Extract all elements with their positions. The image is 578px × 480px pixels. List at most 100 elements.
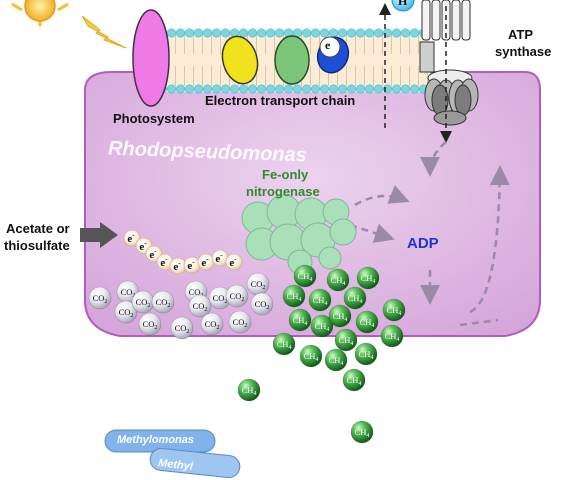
ch4-molecule: CH4 — [293, 264, 317, 288]
svg-text:CO2: CO2 — [136, 297, 151, 309]
svg-text:e-: e- — [215, 251, 223, 265]
electron: e- — [225, 253, 243, 271]
electron-transport-chain — [221, 35, 350, 85]
ch4-molecule: CH4 — [310, 314, 334, 338]
svg-text:CH4: CH4 — [385, 331, 400, 343]
svg-text:CO2: CO2 — [143, 319, 158, 331]
svg-text:e-: e- — [160, 255, 168, 269]
adp-label: ADP — [407, 235, 439, 252]
nitrogenase-label-2: nitrogenase — [246, 184, 320, 199]
ch4-molecule: CH4 — [356, 266, 380, 290]
co2-molecule: CO2 — [131, 290, 155, 314]
svg-text:e-: e- — [187, 258, 195, 272]
atp-synthase-label-2: synthase — [495, 44, 552, 59]
co2-molecule: CO2 — [246, 272, 270, 296]
fe-only-nitrogenase — [241, 194, 357, 275]
ch4-molecule: CH4 — [326, 268, 350, 292]
svg-text:CH4: CH4 — [287, 291, 302, 303]
svg-text:CH4: CH4 — [360, 317, 375, 329]
svg-text:e-: e- — [229, 255, 237, 269]
svg-text:CH4: CH4 — [347, 375, 362, 387]
svg-text:e-: e- — [201, 255, 209, 269]
svg-text:CH4: CH4 — [339, 335, 354, 347]
svg-text:CO2: CO2 — [205, 319, 220, 331]
ch4-molecule: CH4 — [288, 308, 312, 332]
atp-synthase-label-1: ATP — [508, 27, 534, 42]
svg-text:CO2: CO2 — [255, 299, 270, 311]
svg-text:CO2: CO2 — [193, 301, 208, 313]
svg-text:CH4: CH4 — [242, 385, 257, 397]
ch4-molecule: CH4 — [382, 298, 406, 322]
ch4-molecule: CH4 — [342, 368, 366, 392]
svg-text:CH4: CH4 — [293, 315, 308, 327]
arrow-icon — [80, 222, 118, 248]
ch4-molecule: CH4 — [328, 304, 352, 328]
svg-text:CO2: CO2 — [119, 307, 134, 319]
svg-text:CO2: CO2 — [233, 317, 248, 329]
etc-electron-label: e — [325, 38, 331, 52]
svg-text:CO2: CO2 — [213, 293, 228, 305]
photosystem — [132, 9, 170, 107]
proton-icon — [391, 0, 415, 12]
svg-text:CO2: CO2 — [175, 323, 190, 335]
ch4-molecule: CH4 — [380, 324, 404, 348]
lightning-icon — [81, 15, 127, 49]
electron-transport-chain-label: Electron transport chain — [205, 93, 356, 108]
co2-molecule: CO2 — [138, 312, 162, 336]
svg-text:CH4: CH4 — [348, 293, 363, 305]
svg-text:e-: e- — [127, 231, 135, 245]
svg-text:e-: e- — [173, 259, 181, 273]
ch4-molecule: CH4 — [334, 328, 358, 352]
svg-text:CH4: CH4 — [355, 427, 370, 439]
svg-text:CH4: CH4 — [359, 349, 374, 361]
sun-icon — [11, 0, 69, 26]
ch4-molecule: CH4 — [343, 286, 367, 310]
methylomonas-label-1: Methylomonas — [117, 434, 195, 446]
co2-molecule: CO2 — [170, 316, 194, 340]
svg-text:CH4: CH4 — [277, 339, 292, 351]
svg-text:CO2: CO2 — [230, 291, 245, 303]
svg-text:CH4: CH4 — [329, 355, 344, 367]
svg-text:e-: e- — [139, 239, 147, 253]
co2-molecule: CO2 — [208, 286, 232, 310]
ch4-molecule: CH4 — [299, 344, 323, 368]
co2-molecule: CO2 — [200, 312, 224, 336]
svg-text:CO2: CO2 — [93, 293, 108, 305]
co2-molecule: CO2 — [188, 294, 212, 318]
ch4-molecule: CH4 — [282, 284, 306, 308]
co2-molecule: CO2 — [228, 310, 252, 334]
svg-text:e-: e- — [149, 247, 157, 261]
svg-text:CH4: CH4 — [331, 275, 346, 287]
co2-molecule: CO2 — [88, 286, 112, 310]
co2-molecule: CO2 — [250, 292, 274, 316]
svg-text:CO2: CO2 — [251, 279, 266, 291]
ch4-molecule: CH4 — [308, 288, 332, 312]
electron: e- — [169, 257, 187, 275]
ch4-molecule: CH4 — [272, 332, 296, 356]
svg-text:CH4: CH4 — [298, 271, 313, 283]
substrate-label-2: thiosulfate — [4, 238, 70, 253]
electron: e- — [183, 256, 201, 274]
methylomonas-cells — [104, 429, 241, 479]
ch4-molecule: CH4 — [350, 420, 374, 444]
svg-text:CH4: CH4 — [333, 311, 348, 323]
co2-molecule: CO2 — [151, 290, 175, 314]
electron: e- — [123, 229, 141, 247]
svg-text:CH4: CH4 — [387, 305, 402, 317]
svg-text:CH4: CH4 — [313, 295, 328, 307]
electron: e- — [211, 249, 229, 267]
svg-text:CH4: CH4 — [361, 273, 376, 285]
atp-synthase-icon — [419, 0, 479, 126]
ch4-molecule: CH4 — [324, 348, 348, 372]
svg-text:CH4: CH4 — [304, 351, 319, 363]
ch4-molecule: CH4 — [355, 310, 379, 334]
ch4-molecule: CH4 — [354, 342, 378, 366]
substrate-label-1: Acetate or — [6, 221, 70, 236]
ch4-molecule: CH4 — [237, 378, 261, 402]
svg-text:CO2: CO2 — [156, 297, 171, 309]
svg-text:CH4: CH4 — [315, 321, 330, 333]
co2-molecule: CO2 — [225, 284, 249, 308]
co2-molecule: CO2 — [114, 300, 138, 324]
atp-adp-cycle — [349, 141, 510, 327]
